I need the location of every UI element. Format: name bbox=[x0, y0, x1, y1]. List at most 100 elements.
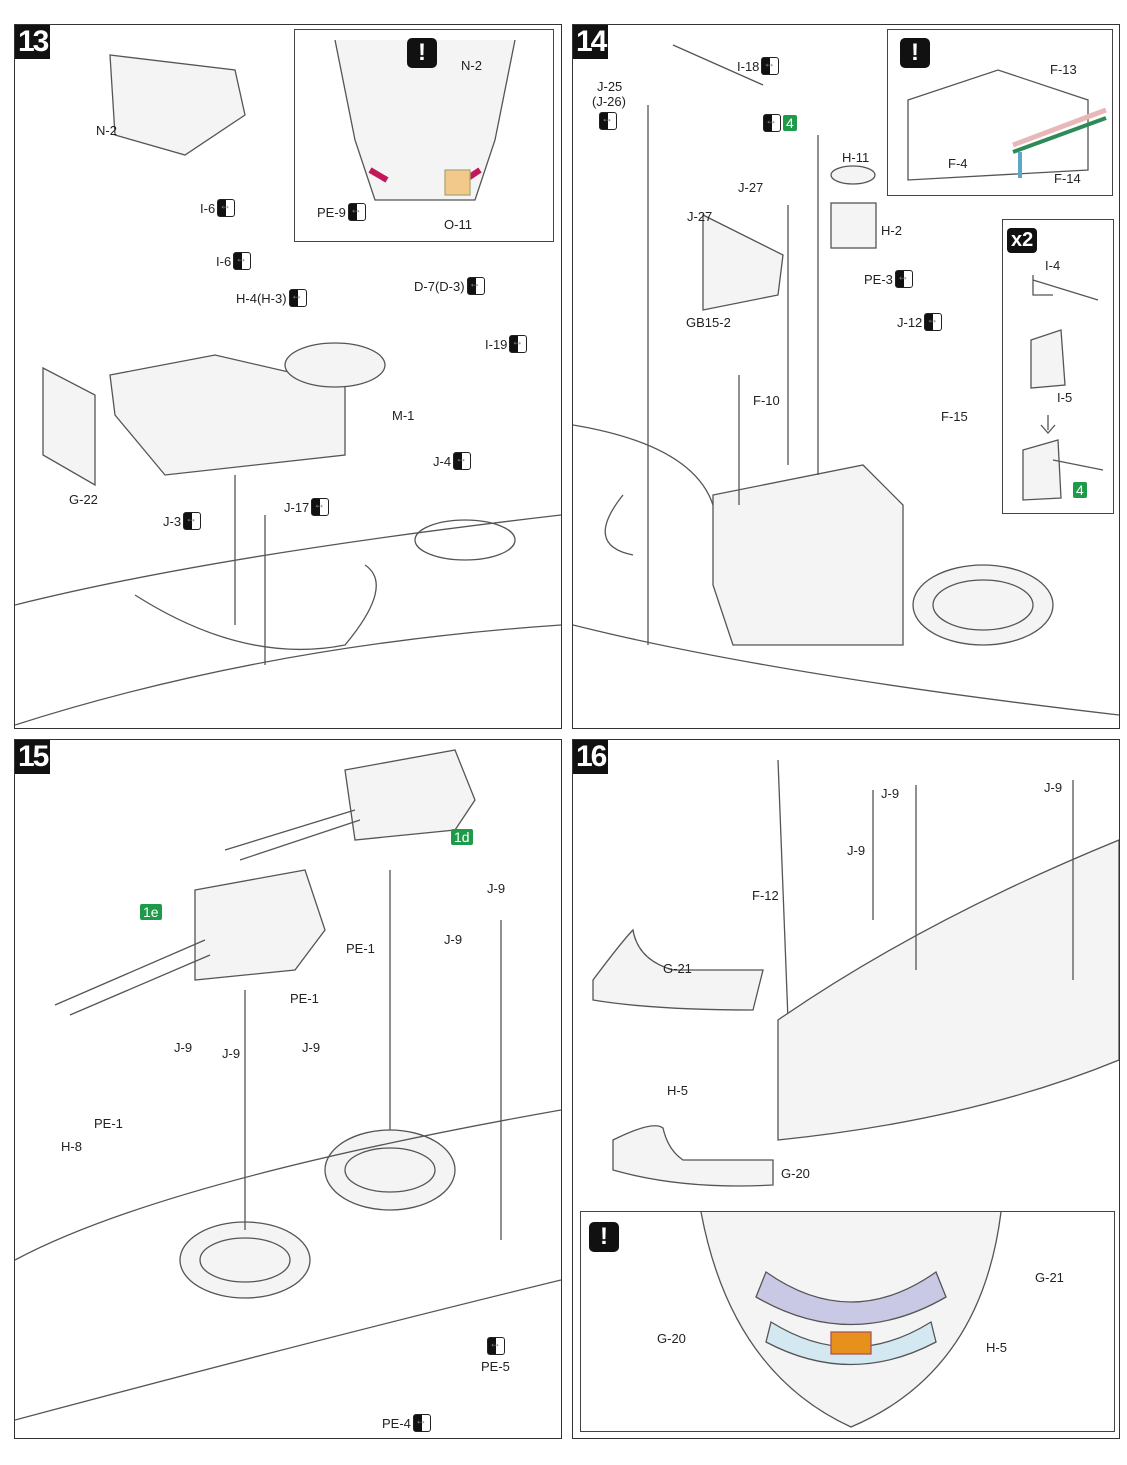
cement-icon bbox=[894, 269, 913, 288]
part-label: PE-3 bbox=[864, 269, 913, 288]
label-text: (J-26) bbox=[592, 94, 626, 109]
label-text: PE-1 bbox=[346, 941, 375, 956]
label-text: H-2 bbox=[881, 223, 902, 238]
label-text: J-27 bbox=[687, 209, 713, 224]
part-label: J-9 bbox=[302, 1040, 320, 1055]
warning-icon: ! bbox=[407, 38, 437, 68]
part-label: I-6 bbox=[200, 198, 236, 217]
subassembly-label: 1d bbox=[451, 829, 473, 845]
detail-inset: ! bbox=[294, 29, 554, 242]
label-text: J-25 bbox=[597, 79, 623, 94]
warning-icon: ! bbox=[900, 38, 930, 68]
part-label: J-9 bbox=[847, 843, 865, 858]
cement-icon bbox=[183, 511, 202, 530]
part-label: GB15-2 bbox=[686, 315, 731, 330]
part-label: PE-1 bbox=[290, 991, 319, 1006]
label-text: J-9 bbox=[174, 1040, 193, 1055]
part-label bbox=[487, 1336, 505, 1355]
label-text: I-6 bbox=[216, 253, 232, 269]
label-text: J-12 bbox=[897, 314, 923, 330]
cement-icon bbox=[311, 497, 330, 516]
part-label: G-21 bbox=[663, 961, 692, 976]
label-text: H-5 bbox=[667, 1083, 688, 1098]
label-text: PE-9 bbox=[317, 204, 346, 220]
part-label: PE-9 bbox=[317, 202, 366, 221]
part-label: J-9 bbox=[881, 786, 899, 801]
label-text: H-8 bbox=[61, 1139, 82, 1154]
step-16-panel: 16 J-9 J-9 J-9 F-12 G-21 H-5 G-20 ! G-21… bbox=[572, 739, 1120, 1439]
step-number: 16 bbox=[573, 740, 609, 774]
label-text: J-9 bbox=[487, 881, 506, 896]
subassembly-label: 1e bbox=[140, 904, 162, 920]
label-text: I-4 bbox=[1045, 258, 1061, 273]
part-label: PE-1 bbox=[346, 941, 375, 956]
step-number: 14 bbox=[573, 25, 609, 59]
detail-inset-bow: ! G-21 G-20 H-5 bbox=[580, 1211, 1115, 1432]
part-label: H-5 bbox=[667, 1083, 688, 1098]
part-label: J-27 bbox=[738, 180, 763, 195]
step-15-drawing bbox=[15, 749, 561, 1421]
part-label: N-2 bbox=[96, 123, 117, 138]
part-label: PE-1 bbox=[94, 1116, 123, 1131]
part-label: J-4 bbox=[433, 451, 472, 470]
label-text: G-21 bbox=[1035, 1270, 1064, 1285]
part-label: J-9 bbox=[444, 932, 462, 947]
subassembly-badge: 1e bbox=[140, 904, 162, 920]
cement-icon bbox=[288, 288, 307, 307]
part-label: F-12 bbox=[752, 888, 779, 903]
part-label: (J-26) bbox=[592, 94, 626, 109]
part-label: F-10 bbox=[753, 393, 780, 408]
part-label: 4 bbox=[763, 113, 797, 132]
part-label: J-27 bbox=[687, 209, 712, 224]
label-text: J-9 bbox=[847, 843, 866, 858]
part-label: I-5 bbox=[1057, 390, 1072, 405]
part-label bbox=[599, 111, 617, 130]
label-text: PE-4 bbox=[382, 1415, 411, 1431]
label-text: I-18 bbox=[737, 58, 760, 74]
part-label: J-9 bbox=[222, 1046, 240, 1061]
part-label: F-13 bbox=[1050, 62, 1077, 77]
part-label: G-20 bbox=[657, 1331, 686, 1346]
part-label: I-18 bbox=[737, 56, 780, 75]
part-label: O-11 bbox=[444, 217, 472, 232]
part-label: H-11 bbox=[842, 150, 869, 165]
label-text: O-11 bbox=[444, 217, 472, 232]
label-text: I-6 bbox=[200, 200, 216, 216]
label-text: J-9 bbox=[881, 786, 900, 801]
part-label: N-2 bbox=[461, 58, 482, 73]
label-text: J-9 bbox=[302, 1040, 321, 1055]
label-text: H-4(H-3) bbox=[236, 290, 287, 306]
label-text: F-15 bbox=[941, 409, 968, 424]
subassembly-badge: 1d bbox=[451, 829, 473, 845]
label-text: J-9 bbox=[1044, 780, 1063, 795]
part-label: G-22 bbox=[69, 492, 98, 507]
label-text: J-9 bbox=[222, 1046, 241, 1061]
part-label: J-9 bbox=[174, 1040, 192, 1055]
cement-icon bbox=[509, 334, 528, 353]
subassembly-badge: 4 bbox=[783, 115, 797, 131]
part-label: G-20 bbox=[781, 1166, 810, 1181]
label-text: J-27 bbox=[738, 180, 764, 195]
part-label: J-9 bbox=[487, 881, 505, 896]
cement-icon bbox=[233, 251, 252, 270]
cement-icon bbox=[217, 198, 236, 217]
step-14-panel: 14 J-25 (J-26) I-18 4 H-11 J-27 J-27 H-2… bbox=[572, 24, 1120, 729]
step-14-drawing bbox=[573, 44, 1119, 716]
part-label: PE-4 bbox=[382, 1413, 431, 1432]
label-text: G-22 bbox=[69, 492, 98, 507]
step-number: 15 bbox=[15, 740, 51, 774]
label-text: F-12 bbox=[752, 888, 779, 903]
part-label: G-21 bbox=[1035, 1270, 1064, 1285]
part-label: F-15 bbox=[941, 409, 968, 424]
label-text: I-19 bbox=[485, 336, 508, 352]
label-text: H-5 bbox=[986, 1340, 1007, 1355]
step-15-panel: 15 1d 1e J-9 J-9 PE-1 PE-1 J-9 J-9 J-9 P… bbox=[14, 739, 562, 1439]
detail-inset-rails: ! F-13 F-4 F-14 bbox=[887, 29, 1113, 196]
label-text: F-4 bbox=[948, 156, 968, 171]
step-13-drawing bbox=[15, 54, 561, 726]
part-label: I-6 bbox=[216, 251, 252, 270]
cement-icon bbox=[347, 202, 366, 221]
cement-icon bbox=[924, 312, 943, 331]
cement-icon bbox=[761, 56, 780, 75]
part-label: 4 bbox=[1073, 482, 1087, 498]
